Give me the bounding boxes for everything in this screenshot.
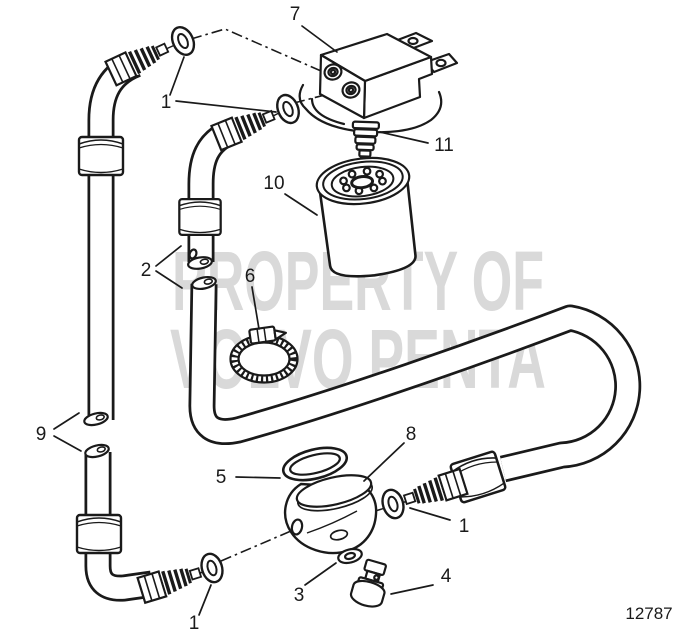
callout-labels: 7 1 11 10 2 6 9 5 8 1 3 4 1 xyxy=(36,4,470,634)
figure-number: 12787 xyxy=(625,604,672,623)
callout-5-label: 5 xyxy=(216,467,227,488)
filter-cover xyxy=(283,474,378,555)
mounting-ear-hole xyxy=(435,58,447,68)
hose-fitting xyxy=(103,34,174,88)
callout-8-label: 8 xyxy=(406,424,417,445)
hose-fitting xyxy=(399,467,470,514)
hose-sleeve xyxy=(75,513,123,555)
oil-hose-lower-left xyxy=(75,441,154,602)
sealing-washer-bottom xyxy=(196,550,228,586)
hose-sleeve xyxy=(178,198,222,236)
sealing-washer-right xyxy=(377,486,409,522)
filter-housing xyxy=(298,31,459,163)
callout-1-right-label: 1 xyxy=(459,516,470,537)
callout-7-label: 7 xyxy=(290,4,301,25)
callout-1-top-label: 1 xyxy=(161,92,172,113)
hose-clamp xyxy=(229,325,299,384)
oil-hose-upper-left xyxy=(77,51,142,429)
callout-1-bottom-label: 1 xyxy=(189,613,200,634)
sealing-washer-top xyxy=(166,22,200,60)
cover-rim xyxy=(295,474,373,508)
hose-end-opening xyxy=(81,409,111,429)
callout-4-label: 4 xyxy=(441,566,452,587)
oil-nipple xyxy=(351,120,381,163)
housing-port-upper xyxy=(323,63,343,81)
cover-detail-oval xyxy=(329,529,349,541)
hose-side-hole xyxy=(188,248,198,260)
assembly-axis-line xyxy=(220,530,292,562)
oil-filter xyxy=(315,156,417,278)
clamp-serration xyxy=(231,335,297,383)
housing-port-lower xyxy=(341,81,361,99)
drain-plug xyxy=(349,558,387,608)
assembly-axis-line xyxy=(293,90,341,104)
callout-2-label: 2 xyxy=(141,260,152,281)
oil-hose-long-loop xyxy=(188,274,642,505)
o-ring xyxy=(281,446,349,482)
callout-11-label: 11 xyxy=(434,135,454,156)
sealing-washer-middle xyxy=(272,90,304,128)
leader-lines xyxy=(53,25,451,616)
callout-10-label: 10 xyxy=(263,173,284,194)
callout-9-label: 9 xyxy=(36,424,47,445)
plug-head xyxy=(349,579,386,608)
filter-rim-inner xyxy=(322,160,404,201)
hose-fitting xyxy=(135,558,206,605)
mounting-tab-hole xyxy=(407,36,419,46)
housing-base-inner-edge xyxy=(310,97,346,126)
callout-6-label: 6 xyxy=(245,266,256,287)
filter-center-hole xyxy=(350,175,375,190)
filter-body xyxy=(318,182,417,278)
hose-sleeve xyxy=(77,135,125,177)
cover-detail-arc xyxy=(306,510,358,534)
clamp-screw-housing xyxy=(248,325,288,345)
sealing-ring-small xyxy=(337,547,363,565)
cover-port-hole xyxy=(290,518,304,536)
hose-fitting xyxy=(209,101,280,152)
callout-3-label: 3 xyxy=(294,585,305,606)
filter-hole-ring xyxy=(339,166,387,196)
filter-top-plate xyxy=(330,165,395,198)
assembly-axis-line xyxy=(190,28,322,72)
